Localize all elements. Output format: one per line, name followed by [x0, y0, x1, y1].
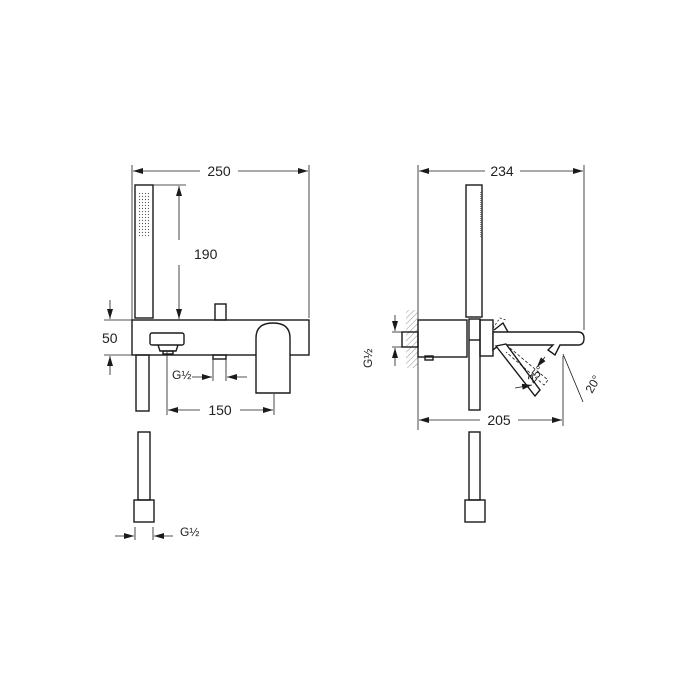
inlet-thread-label: G½ — [172, 368, 191, 382]
diverter-knob — [214, 303, 227, 321]
bottom-connector — [212, 354, 227, 360]
wall-hatch — [406, 310, 418, 368]
spout-angle-label: 20° — [582, 373, 603, 396]
front-view: 250 190 50 G½ — [102, 163, 310, 540]
spout-outlet — [149, 332, 185, 346]
shower-holder — [479, 319, 494, 357]
shower-hose — [468, 318, 481, 411]
hand-shower — [134, 184, 154, 319]
spout-dimension: 205 — [487, 412, 511, 428]
hose-connector — [133, 499, 155, 523]
body-height-dimension: 50 — [102, 330, 118, 346]
inlet-thread-label: G½ — [361, 349, 375, 368]
hose-thread-label: G½ — [180, 525, 199, 539]
side-view: 234 25° 20° G½ 2 — [361, 163, 604, 523]
hose-lower — [468, 431, 481, 501]
shower-spray-face — [139, 192, 150, 238]
shower-hose — [135, 354, 150, 412]
depth-dimension: 234 — [490, 163, 514, 179]
outlet-aerator — [157, 344, 179, 352]
mixer-body — [417, 319, 468, 358]
hose-connector — [464, 499, 486, 523]
spacing-dimension: 150 — [208, 402, 232, 418]
shower-height-dimension: 190 — [194, 246, 218, 262]
hose-lower — [137, 431, 151, 501]
hand-shower — [465, 184, 483, 318]
lever — [494, 343, 541, 398]
width-dimension: 250 — [207, 163, 231, 179]
mixer-lever — [255, 322, 291, 394]
